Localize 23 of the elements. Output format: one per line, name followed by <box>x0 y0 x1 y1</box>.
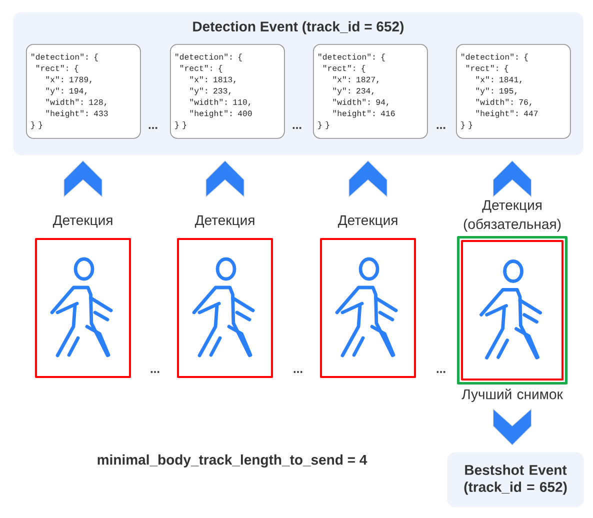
picture <box>177 238 273 378</box>
ellipsis: ... <box>148 127 158 129</box>
ellipsis: ... <box>294 371 302 373</box>
edge-label: Детекция <box>194 215 254 228</box>
code-box: "detection": { "rect": { "x": 1841, "y": 195, "width": 76, "height": 447 } } <box>456 44 571 139</box>
event-box: Bestshot Event (track_id = 652) <box>447 452 584 508</box>
edge-label: Детекция (обязательная) <box>464 200 561 232</box>
edge-label: Детекция <box>52 215 112 228</box>
edge-label: Детекция <box>338 215 398 228</box>
ellipsis: ... <box>436 371 446 373</box>
ellipsis: ... <box>292 127 302 129</box>
picture <box>35 238 131 378</box>
ellipsis: ... <box>150 371 160 373</box>
code-box: "detection": { "rect": { "x": 1827, "y": 234, "width": 94, "height": 416 } } <box>313 44 428 139</box>
code-box: "detection": { "rect": { "x": 1813, "y": 233, "width": 110, "height": 400 } } <box>170 44 285 139</box>
code-box: "detection": { "rect": { "x": 1789, "y": 194, "width": 128, "height": 433 } } <box>26 44 141 139</box>
panel-title: Detection Event (track_id = 652) <box>193 21 404 34</box>
chevron-arrow <box>492 408 532 446</box>
parameter-note: minimal_body_track_length_to_send = 4 <box>98 454 368 468</box>
picture <box>320 238 416 378</box>
ellipsis: ... <box>436 127 446 129</box>
picture <box>457 236 568 384</box>
edge-label: Лучший снимок <box>462 388 563 402</box>
